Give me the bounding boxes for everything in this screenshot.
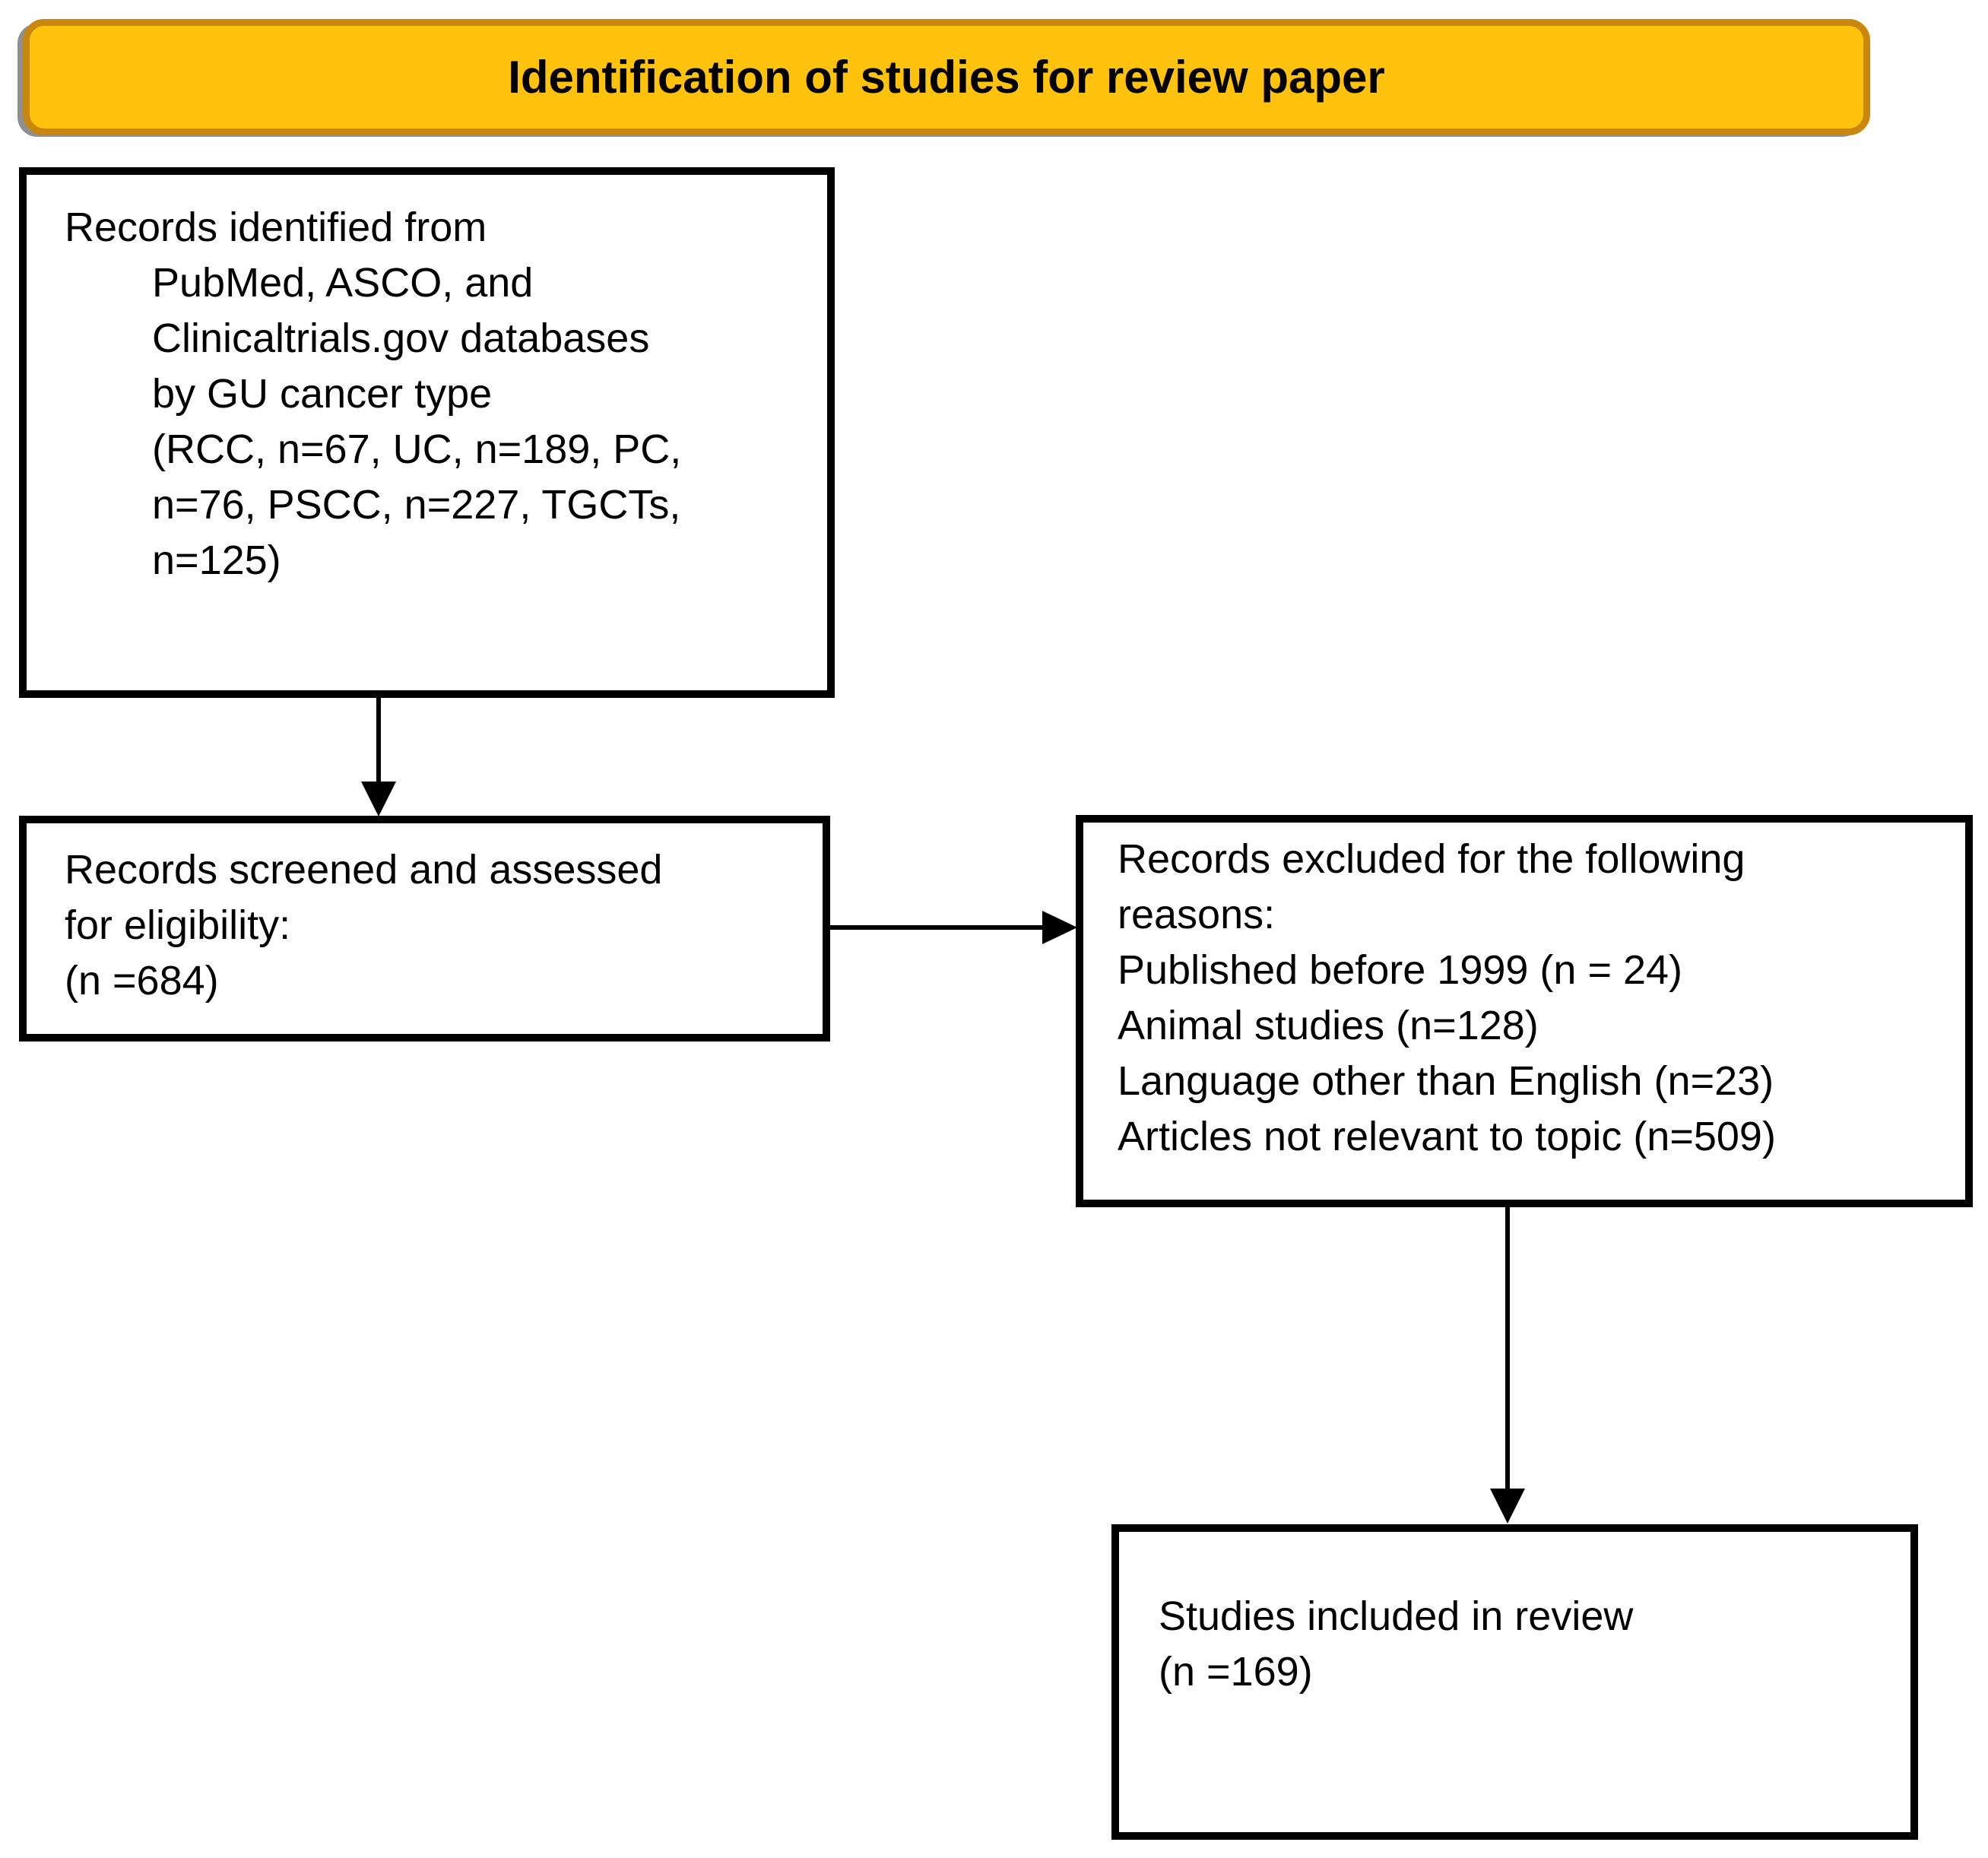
text-line: (n =684) — [65, 958, 219, 1004]
box-records-screened: Records screened and assessed for eligib… — [19, 816, 830, 1042]
text-line: Clinicaltrials.gov databases — [152, 315, 650, 361]
text-line: for eligibility: — [65, 902, 291, 948]
title-banner: Identification of studies for review pap… — [23, 19, 1870, 135]
text-line: reasons: — [1118, 892, 1276, 937]
text-line: by GU cancer type — [152, 371, 493, 417]
arrow-screened-to-excluded-line — [830, 925, 1045, 930]
diagram-title: Identification of studies for review pap… — [508, 52, 1385, 103]
text-line: Published before 1999 (n = 24) — [1118, 947, 1683, 993]
text-line: PubMed, ASCO, and — [152, 260, 534, 306]
text-line: Articles not relevant to topic (n=509) — [1118, 1114, 1776, 1159]
arrow-identified-to-screened-head — [361, 782, 396, 816]
text-line: Records identified from — [65, 205, 487, 250]
text-line: (RCC, n=67, UC, n=189, PC, — [152, 426, 682, 472]
arrow-identified-to-screened-line — [376, 698, 381, 783]
box-records-excluded: Records excluded for the following reaso… — [1076, 815, 1973, 1207]
text-line: Records excluded for the following — [1118, 836, 1745, 882]
arrow-excluded-to-included-head — [1490, 1489, 1525, 1523]
box-studies-included: Studies included in review (n =169) — [1111, 1524, 1918, 1840]
text-line: Animal studies (n=128) — [1118, 1003, 1539, 1048]
arrow-excluded-to-included-line — [1505, 1207, 1510, 1490]
text-line: (n =169) — [1159, 1649, 1313, 1695]
text-line: Records screened and assessed — [65, 847, 663, 893]
box-records-identified: Records identified from PubMed, ASCO, an… — [19, 167, 835, 698]
arrow-screened-to-excluded-head — [1042, 911, 1077, 944]
text-line: n=125) — [152, 537, 281, 583]
text-line: n=76, PSCC, n=227, TGCTs, — [152, 482, 681, 528]
text-line: Studies included in review — [1159, 1593, 1634, 1639]
text-line: Language other than English (n=23) — [1118, 1058, 1774, 1104]
